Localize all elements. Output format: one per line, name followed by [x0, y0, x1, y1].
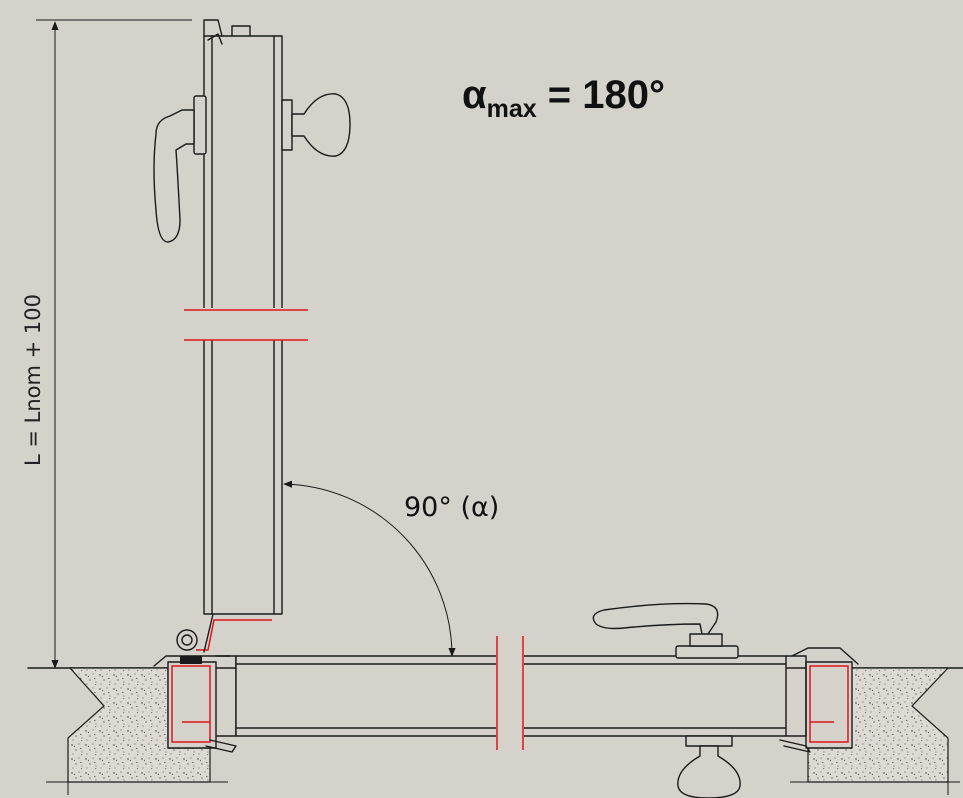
- knob-closed: [677, 735, 741, 798]
- lever-handle-closed: [592, 602, 739, 659]
- length-dimension-label: L = Lnom + 100: [21, 294, 45, 466]
- opening-angle-label: 90° (α): [404, 492, 499, 523]
- opening-angle-arc: 90° (α): [283, 480, 499, 657]
- alpha-subscript: max: [487, 95, 537, 123]
- alpha-symbol: α: [462, 73, 487, 117]
- title-equals: =: [537, 73, 583, 117]
- knob-open: [281, 93, 351, 157]
- open-door-leaf: [184, 19, 308, 615]
- length-dimension: L = Lnom + 100: [21, 19, 192, 669]
- closed-door-leaf: [235, 636, 787, 750]
- alpha-max-title: αmax = 180°: [462, 73, 665, 123]
- right-frame-profile: [779, 647, 859, 753]
- left-wall: [46, 667, 228, 795]
- title-value: 180°: [582, 73, 665, 117]
- lever-handle-open: [153, 95, 207, 243]
